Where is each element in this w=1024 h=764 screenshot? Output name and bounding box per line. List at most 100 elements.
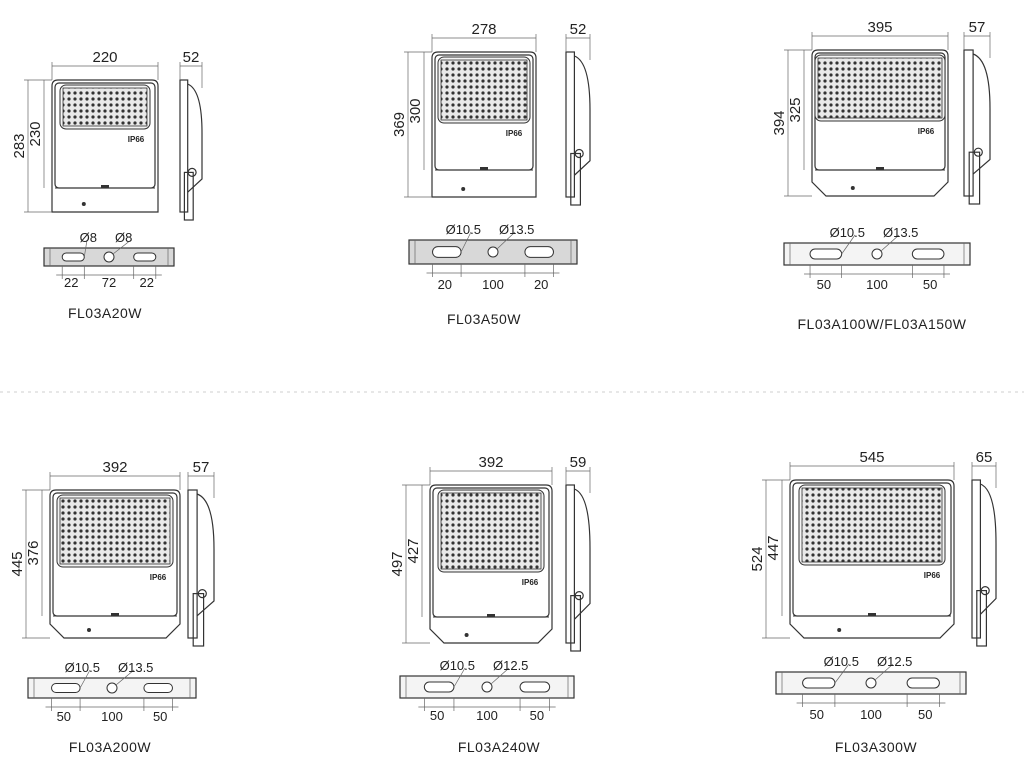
hole-large-label: Ø12.5 [493,658,528,673]
height-dimension-label: 497 [389,551,406,576]
led-array [817,57,943,119]
hole-small-leader [453,667,466,688]
hole-small-leader [79,669,91,689]
housing-outline [431,51,537,198]
cable-gland [87,628,91,632]
hole-large-leader [880,234,900,252]
side-body-back [573,55,591,176]
led-array [440,59,528,121]
hole-small-label: Ø10.5 [824,654,859,669]
hole-small-label: Ø10.5 [440,658,475,673]
bracket-center-hole [487,246,499,258]
height-dimension-label: 394 [771,110,788,135]
height-dimension-label: 524 [749,546,766,571]
spacing-left-label: 20 [438,277,452,292]
hole-small-label: Ø10.5 [830,225,865,240]
width-dimension-label: 545 [859,449,884,466]
spacing-center-label: 100 [866,277,888,292]
bracket-slot-left [423,681,455,693]
model-caption: FL03A240W [458,739,541,755]
ip-rating-label: IP66 [128,135,145,144]
hole-small-label: Ø8 [80,230,97,245]
frame-clip [101,185,109,188]
ip-rating-label: IP66 [522,578,539,587]
depth-dimension-label: 59 [570,454,587,471]
hole-large-leader [874,663,894,681]
frame-clip [111,613,119,616]
spacing-center-label: 100 [482,277,504,292]
housing-outline [429,484,553,644]
side-body-back [972,53,991,175]
ip-rating-label: IP66 [918,127,935,136]
bracket-center-hole [871,248,883,260]
led-array [440,492,542,570]
height-dimension-label: 445 [9,551,26,576]
hole-large-label: Ø13.5 [883,225,918,240]
cable-gland [461,187,466,191]
bracket-slot-right [143,683,173,693]
housing-outline [51,79,159,213]
bracket-center-hole [106,682,118,694]
housing-outline [789,479,955,639]
hole-large-leader [112,239,132,255]
bracket-slot-left [432,246,462,258]
side-view: 57 [963,19,991,205]
hole-large-label: Ø12.5 [877,654,912,669]
spacing-left-label: 50 [810,707,824,722]
frame-clip [487,614,495,617]
inner-height-dimension-label: 325 [787,97,804,122]
spacing-left-label: 50 [817,277,831,292]
frame-clip [876,167,884,170]
bracket-slot-right [911,248,945,260]
led-array [59,497,171,565]
side-body-back [573,488,591,620]
bracket-arm [570,152,581,206]
hole-large-label: Ø13.5 [499,222,534,237]
height-dimension-label: 369 [391,112,408,137]
side-body-back [979,483,997,615]
model-caption: FL03A20W [68,305,142,321]
bracket-slot-left [802,677,836,689]
spacing-left-label: 50 [57,709,71,724]
bracket-arm [192,592,205,647]
ip-rating-label: IP66 [924,571,941,580]
ip-rating-label: IP66 [150,573,167,582]
bracket-center-hole [481,681,493,693]
side-view: 65 [971,449,997,647]
cable-gland [837,628,842,632]
bracket-slot-left [809,248,843,260]
model-caption: FL03A50W [447,311,521,327]
inner-height-dimension-label: 376 [25,540,42,565]
depth-dimension-label: 57 [193,459,210,476]
bracket-arm [570,594,581,652]
depth-dimension-label: 65 [976,449,993,466]
hole-large-label: Ø13.5 [118,660,153,675]
spacing-right-label: 50 [153,709,167,724]
spacing-right-label: 50 [918,707,932,722]
side-body-front [187,489,198,639]
width-dimension-label: 392 [102,459,127,476]
hole-small-leader [460,231,472,253]
side-view: 52 [565,21,591,206]
side-view: 57 [187,459,215,647]
housing-outline [49,489,181,639]
hole-small-label: Ø10.5 [446,222,481,237]
height-dimension-label: 283 [11,133,28,158]
frame-clip [480,167,488,170]
hole-large-leader [115,669,135,686]
bracket-slot-right [133,252,157,262]
hole-small-leader [834,663,850,684]
